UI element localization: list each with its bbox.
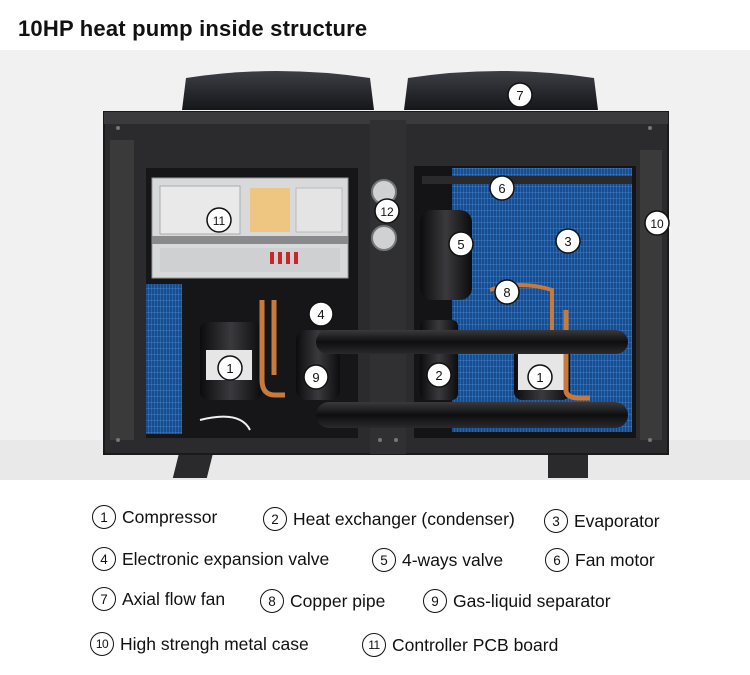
- legend-item-heat-exchanger: 2 Heat exchanger (condenser): [263, 507, 515, 531]
- legend-number: 7: [92, 587, 116, 611]
- legend-item-evaporator: 3 Evaporator: [544, 509, 660, 533]
- legend-label: Copper pipe: [290, 590, 386, 611]
- marker-6: 6: [489, 175, 515, 201]
- marker-11: 11: [206, 207, 232, 233]
- legend-number: 6: [545, 548, 569, 572]
- legend-item-metal-case: 10 High strengh metal case: [90, 632, 309, 656]
- marker-8: 8: [494, 279, 520, 305]
- legend-label: 4-ways valve: [402, 549, 504, 570]
- insulated-pipe-lower: [316, 402, 628, 428]
- marker-2: 2: [426, 362, 452, 388]
- marker-10-label: 10: [650, 217, 664, 231]
- marker-1-right: 1: [527, 364, 553, 390]
- legend-number: 8: [260, 589, 284, 613]
- legend-number: 4: [92, 547, 116, 571]
- legend-label: Heat exchanger (condenser): [293, 508, 515, 529]
- marker-4-label: 4: [317, 307, 324, 322]
- marker-1-left: 1: [217, 355, 243, 381]
- legend-number: 9: [423, 589, 447, 613]
- marker-1-right-label: 1: [536, 370, 543, 385]
- legend-item-compressor: 1 Compressor: [92, 505, 217, 529]
- legend-number: 1: [92, 505, 116, 529]
- legend-item-separator: 9 Gas-liquid separator: [423, 589, 611, 613]
- legend-label: High strengh metal case: [120, 633, 309, 654]
- marker-8-label: 8: [503, 285, 510, 300]
- insulated-pipe-upper: [316, 330, 628, 354]
- legend-item-pcb-board: 11 Controller PCB board: [362, 633, 558, 657]
- marker-9: 9: [303, 364, 329, 390]
- page-title: 10HP heat pump inside structure: [18, 16, 368, 41]
- legend-item-4-ways-valve: 5 4-ways valve: [372, 548, 503, 572]
- legend-label: Fan motor: [575, 549, 655, 570]
- legend-number: 2: [263, 507, 287, 531]
- marker-1-left-label: 1: [226, 361, 233, 376]
- fan-right: [404, 71, 598, 110]
- marker-7: 7: [507, 82, 533, 108]
- marker-12: 12: [374, 198, 400, 224]
- legend-number: 11: [362, 633, 386, 657]
- marker-5-label: 5: [457, 237, 464, 252]
- marker-9-label: 9: [312, 370, 319, 385]
- marker-7-label: 7: [516, 88, 523, 103]
- marker-5: 5: [448, 231, 474, 257]
- marker-12-label: 12: [380, 205, 394, 219]
- legend-item-expansion-valve: 4 Electronic expansion valve: [92, 547, 329, 571]
- marker-4: 4: [308, 301, 334, 327]
- legend-label: Electronic expansion valve: [122, 548, 330, 569]
- legend-label: Compressor: [122, 506, 218, 527]
- legend-label: Gas-liquid separator: [453, 590, 611, 611]
- legend-item-axial-fan: 7 Axial flow fan: [92, 587, 225, 611]
- marker-10: 10: [644, 210, 670, 236]
- legend-number: 5: [372, 548, 396, 572]
- legend-label: Axial flow fan: [122, 588, 226, 609]
- fan-left: [182, 71, 374, 110]
- legend-item-copper-pipe: 8 Copper pipe: [260, 589, 385, 613]
- marker-3: 3: [555, 228, 581, 254]
- legend-number: 3: [544, 509, 568, 533]
- marker-2-label: 2: [435, 368, 442, 383]
- legend-number: 10: [90, 632, 114, 656]
- marker-3-label: 3: [564, 234, 571, 249]
- heat-pump-photo: 7 6 10 11 12 5 3 8: [0, 50, 750, 480]
- legend-label: Evaporator: [574, 510, 660, 531]
- legend-label: Controller PCB board: [392, 634, 559, 655]
- legend-item-fan-motor: 6 Fan motor: [545, 548, 655, 572]
- marker-6-label: 6: [498, 181, 505, 196]
- marker-11-label: 11: [213, 214, 226, 228]
